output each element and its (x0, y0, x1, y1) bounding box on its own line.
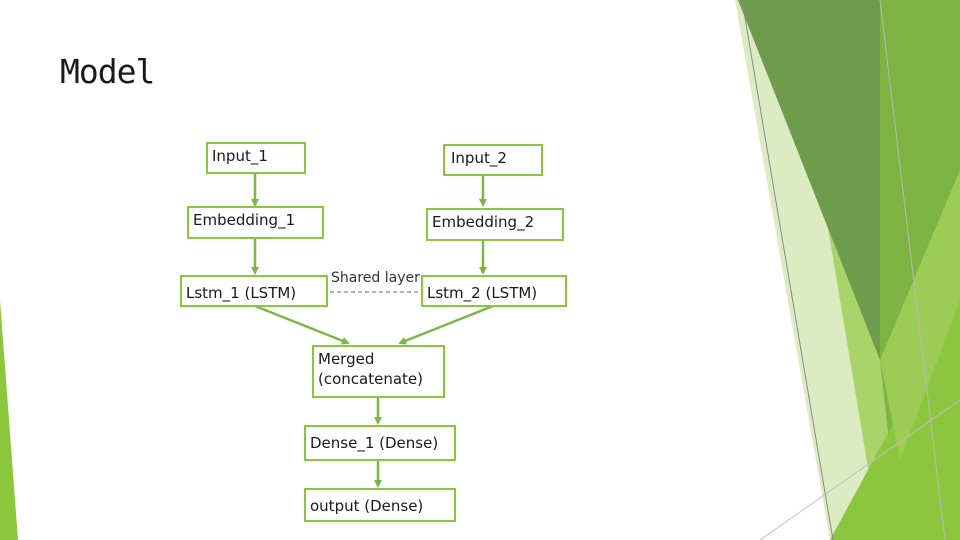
slide-title: Model (60, 52, 155, 91)
node-input-1: Input_1 (206, 142, 306, 174)
left-accent-shape (0, 300, 18, 540)
arrow-lstm1-to-merged (254, 304, 350, 345)
node-embedding-1: Embedding_1 (187, 206, 324, 239)
arrow-lstm2-to-merged (398, 304, 494, 345)
right-dark-triangle (738, 0, 880, 360)
shared-layer-label: Shared layer (331, 270, 420, 286)
node-lstm-2: Lstm_2 (LSTM) (421, 275, 567, 307)
node-lstm-1: Lstm_1 (LSTM) (180, 275, 328, 307)
right-bright-wedge (880, 170, 960, 460)
node-dense-1: Dense_1 (Dense) (304, 425, 456, 461)
deco-line-2 (879, 0, 946, 540)
deco-line-3 (759, 399, 960, 540)
node-embedding-2: Embedding_2 (426, 208, 564, 241)
node-input-2: Input_2 (443, 144, 543, 176)
node-output: output (Dense) (304, 488, 456, 522)
node-merged: Merged (concatenate) (312, 345, 445, 398)
deco-line-1 (741, 0, 834, 540)
